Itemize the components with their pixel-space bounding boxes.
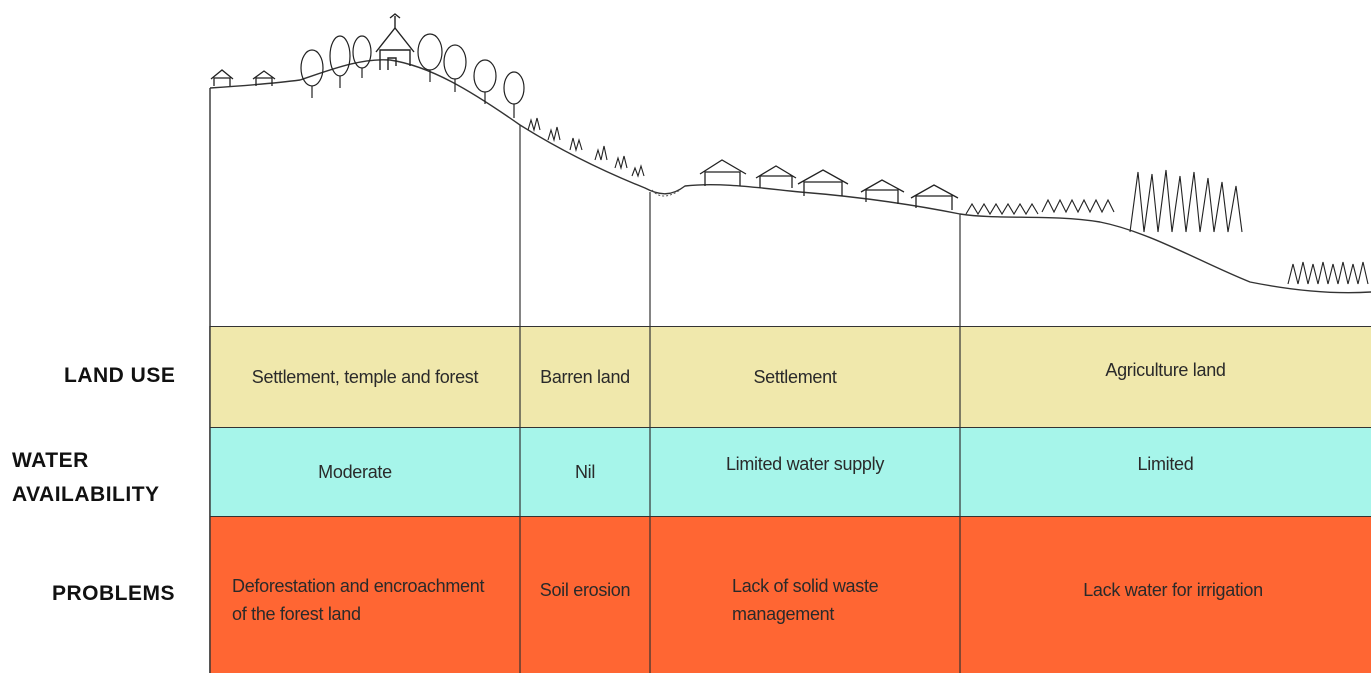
row-label-water-line1: WATER <box>12 449 89 472</box>
problem-cell-zone4: Lack water for irrigation <box>960 572 1371 608</box>
land-use-text: Agriculture land <box>1105 360 1226 380</box>
land-use-text: Settlement <box>753 367 837 387</box>
water-cell-zone2: Nil <box>520 428 650 516</box>
land-use-cell-zone4: Agriculture land <box>960 320 1371 420</box>
problems-band <box>210 517 1371 673</box>
row-label-water-line2: AVAILABILITY <box>12 483 160 506</box>
water-text: Nil <box>574 462 596 482</box>
band-border <box>210 516 1371 517</box>
ground-profile <box>209 59 1371 294</box>
tree-icon <box>300 33 525 118</box>
water-availability-band <box>210 428 1371 516</box>
land-use-band <box>210 327 1371 427</box>
land-use-cell-zone1: Settlement, temple and forest <box>210 327 520 427</box>
problem-text-line1: Lack of solid waste <box>732 576 879 596</box>
row-label-land-use: LAND USE <box>64 364 176 387</box>
problem-text-line2: of the forest land <box>232 604 361 624</box>
band-border <box>210 427 1371 428</box>
row-label-water-availability: WATER AVAILABILITY <box>12 444 160 512</box>
problem-text-line1: Lack water for irrigation <box>1083 580 1263 600</box>
land-use-text: Barren land <box>540 367 630 387</box>
water-cell-zone4: Limited <box>960 420 1371 508</box>
water-cell-zone3: Limited water supply <box>650 420 960 508</box>
shrub-icon <box>527 117 645 178</box>
crop-icon <box>965 169 1369 285</box>
problem-text-line1: Deforestation and encroachment <box>232 576 485 596</box>
problem-cell-zone2: Soil erosion <box>520 572 650 608</box>
problem-cell-zone1: Deforestation and encroachment of the fo… <box>232 572 520 636</box>
band-border <box>210 326 1371 327</box>
problem-text-line1: Soil erosion <box>539 580 631 600</box>
row-label-problems: PROBLEMS <box>52 582 176 605</box>
water-text: Limited water supply <box>725 454 885 474</box>
water-cell-zone1: Moderate <box>210 428 500 516</box>
house-icon <box>699 159 959 210</box>
problem-text-line2: management <box>732 604 835 624</box>
land-use-text: Settlement, temple and forest <box>251 367 479 387</box>
temple-icon <box>375 13 415 70</box>
water-text: Limited <box>1137 454 1194 474</box>
water-text: Moderate <box>318 462 392 482</box>
house-icon <box>210 69 276 86</box>
problem-cell-zone3: Lack of solid waste management <box>732 572 952 636</box>
land-use-cell-zone3: Settlement <box>650 327 940 427</box>
land-use-cell-zone2: Barren land <box>520 327 650 427</box>
stream-icon <box>651 189 681 197</box>
